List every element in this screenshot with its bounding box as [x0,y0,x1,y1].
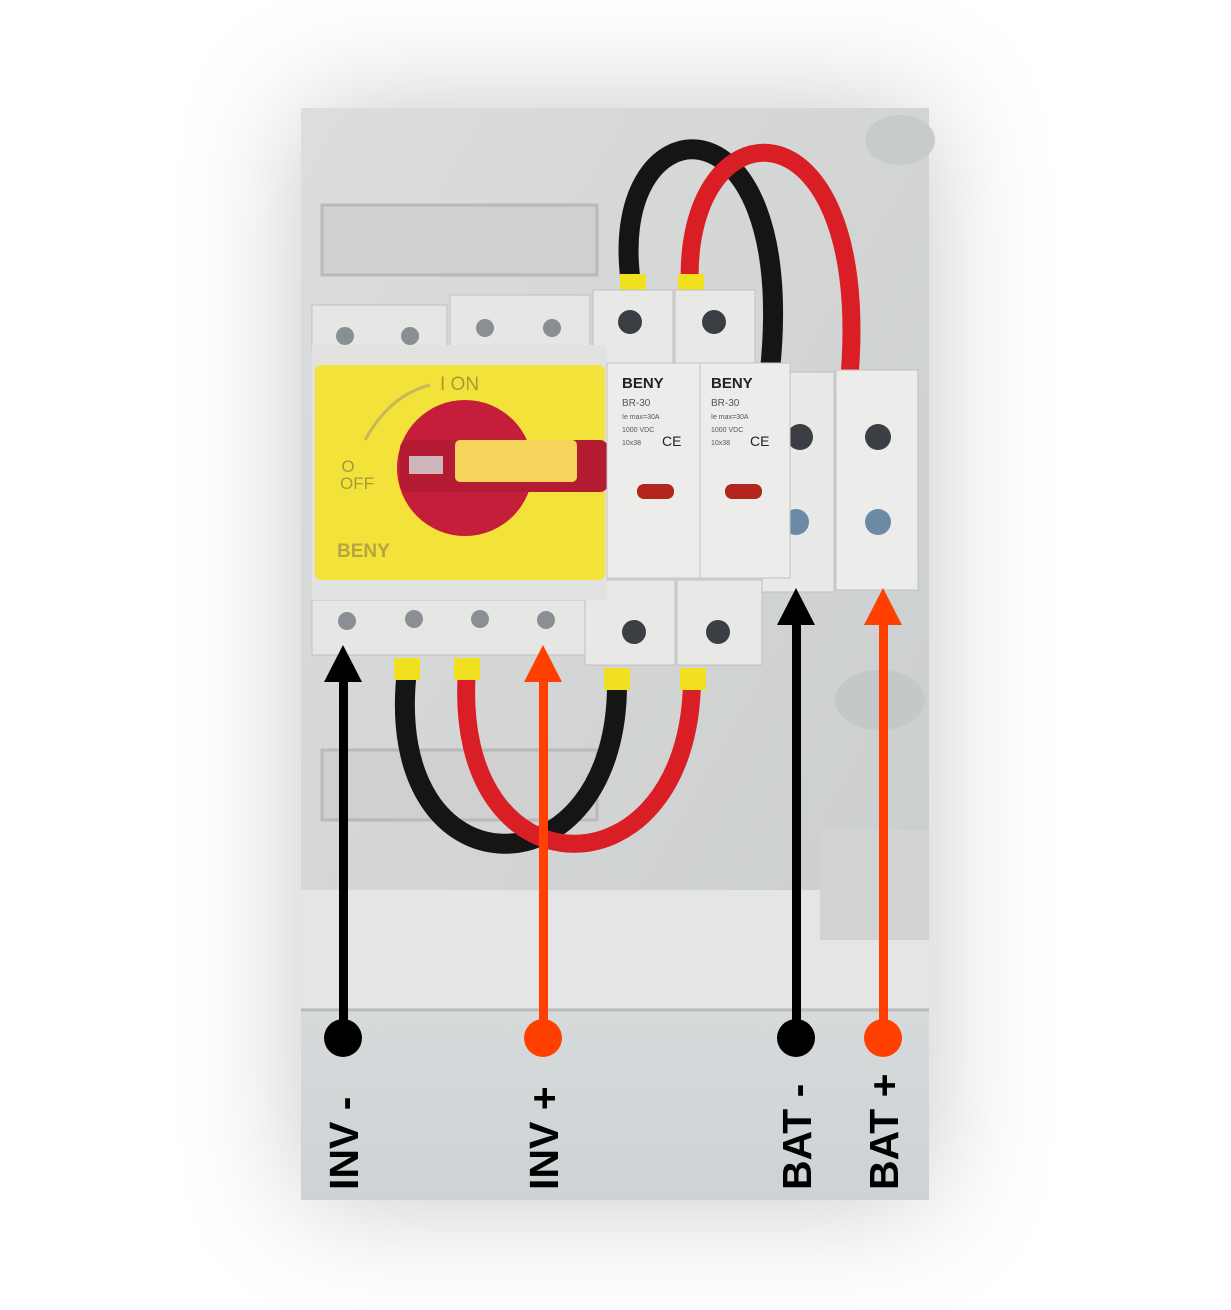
fuse-indicator [637,484,674,499]
arrow-head-icon [777,588,815,625]
isolator-switch: I ON O OFF BENY [312,345,608,600]
rotation-arrow-icon [363,383,431,441]
fuse-indicator [725,484,762,499]
fuse-size: 10x38 [622,440,641,447]
arrow-dot [524,1019,562,1057]
label-bat-plus: BAT + [861,1073,907,1190]
arrow-shaft [879,618,888,1040]
annotation-inv-plus: INV + [521,645,567,1190]
arrow-shaft [792,618,801,1040]
ce-mark: CE [750,433,769,449]
fuse-model: BR-30 [622,398,651,409]
switch-brand-logo: BENY [337,541,390,562]
arrow-shaft [339,675,348,1040]
fuse-brand-logo: BENY [711,375,753,392]
arrow-dot [864,1019,902,1057]
fuse-brand-logo: BENY [622,375,664,392]
annotation-bat-plus: BAT + [861,588,907,1190]
switch-off-symbol: O [341,457,354,476]
arrow-dot [324,1019,362,1057]
fuse-size: 10x38 [711,440,730,447]
fuse-voltage: 1000 VDC [622,427,654,434]
arrow-head-icon [524,645,562,682]
label-inv-minus: INV - [321,1097,367,1190]
arrow-dot [777,1019,815,1057]
arrow-head-icon [864,588,902,625]
fuse-holder-2: BENY BR-30 Ie max=30A 1000 VDC 10x38 CE [699,362,791,579]
annotation-inv-minus: INV - [321,645,367,1190]
upper-cables [618,139,861,372]
label-bat-minus: BAT - [774,1084,820,1190]
annotation-bat-minus: BAT - [774,588,820,1190]
switch-terminals [311,294,593,656]
arrow-shaft [539,675,548,1040]
fuse-voltage: 1000 VDC [711,427,743,434]
fuse-rating: Ie max=30A [622,414,660,421]
lower-cables [394,658,706,854]
fuse-rating: Ie max=30A [711,414,749,421]
fuse-holder-1: BENY BR-30 Ie max=30A 1000 VDC 10x38 CE [606,362,701,579]
label-inv-plus: INV + [521,1086,567,1190]
fuse-terminals [584,289,763,666]
arrow-head-icon [324,645,362,682]
enclosure-details [301,115,935,1200]
fuse-model: BR-30 [711,398,740,409]
switch-off-label: OFF [340,474,374,493]
switch-on-label: I ON [440,374,479,395]
switch-handle [455,440,577,482]
ce-mark: CE [662,433,681,449]
